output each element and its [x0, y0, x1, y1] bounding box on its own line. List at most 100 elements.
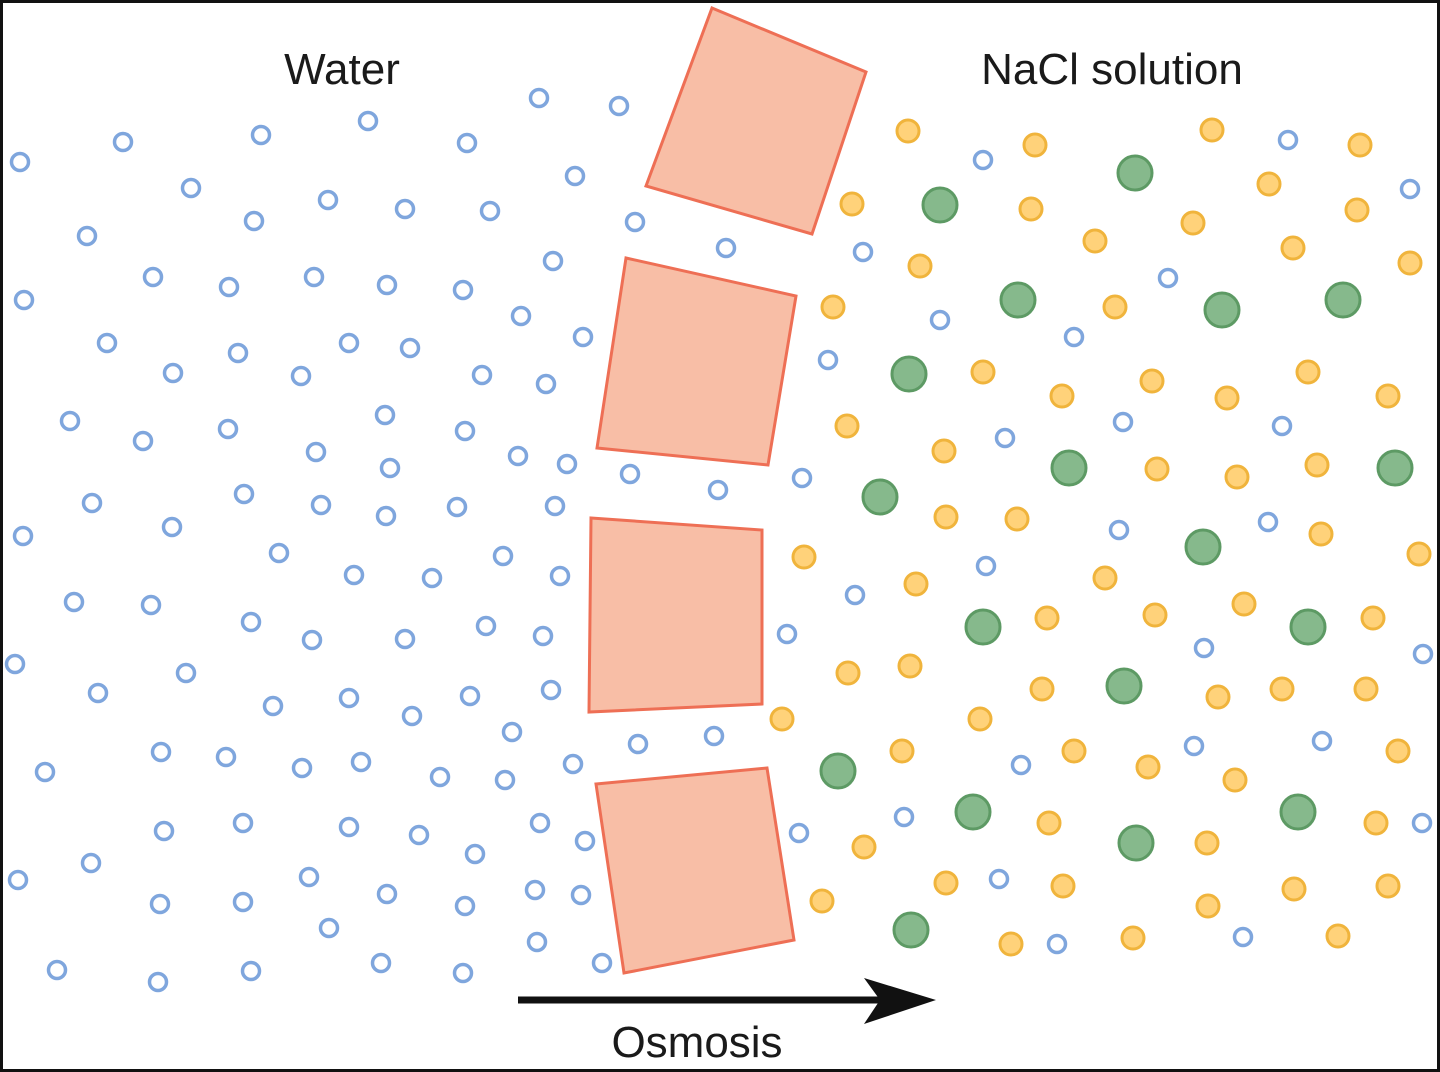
water-molecule: [318, 917, 340, 939]
water-molecule: [12, 525, 34, 547]
sodium-ion: [1120, 925, 1146, 951]
water-molecule: [232, 891, 254, 913]
water-molecule: [374, 404, 396, 426]
water-molecule: [1311, 730, 1333, 752]
chloride-ion: [1105, 667, 1143, 705]
sodium-ion: [1385, 738, 1411, 764]
water-molecule: [454, 895, 476, 917]
water-molecule: [529, 812, 551, 834]
sodium-ion: [1214, 385, 1240, 411]
sodium-ion: [903, 571, 929, 597]
water-molecule: [479, 200, 501, 222]
water-molecule: [707, 479, 729, 501]
water-molecule: [180, 177, 202, 199]
water-molecule: [844, 584, 866, 606]
chloride-ion: [1279, 793, 1317, 831]
sodium-ion: [1061, 738, 1087, 764]
water-molecule: [303, 266, 325, 288]
sodium-ion: [1295, 359, 1321, 385]
sodium-ion: [1180, 210, 1206, 236]
water-molecule: [627, 733, 649, 755]
water-molecule: [471, 364, 493, 386]
chloride-ion: [1376, 449, 1414, 487]
sodium-ion: [1222, 767, 1248, 793]
sodium-ion: [1029, 676, 1055, 702]
chloride-ion: [1184, 528, 1222, 566]
water-molecule: [338, 687, 360, 709]
water-molecule: [544, 495, 566, 517]
chloride-ion: [964, 608, 1002, 646]
water-molecule: [215, 746, 237, 768]
water-molecule: [305, 441, 327, 463]
water-molecule: [817, 349, 839, 371]
water-molecule: [510, 305, 532, 327]
water-molecule: [9, 151, 31, 173]
water-molecule: [63, 591, 85, 613]
water-molecule: [556, 453, 578, 475]
sodium-ion: [1231, 591, 1257, 617]
water-molecule: [290, 365, 312, 387]
water-molecule: [608, 95, 630, 117]
water-molecule: [619, 463, 641, 485]
sodium-ion: [1034, 605, 1060, 631]
water-molecule: [7, 869, 29, 891]
water-molecule: [76, 225, 98, 247]
water-molecule: [240, 960, 262, 982]
water-molecule: [161, 516, 183, 538]
water-molecule: [1157, 267, 1179, 289]
water-label: Water: [284, 45, 400, 94]
water-molecule: [494, 769, 516, 791]
water-molecule: [446, 496, 468, 518]
water-molecule: [142, 266, 164, 288]
sodium-ion: [1036, 810, 1062, 836]
water-molecule: [994, 427, 1016, 449]
sodium-ion: [839, 191, 865, 217]
osmosis-arrow: [518, 978, 936, 1024]
water-molecule: [150, 741, 172, 763]
water-molecule: [893, 806, 915, 828]
water-molecule: [454, 420, 476, 442]
sodium-ion: [1194, 830, 1220, 856]
water-molecule: [1277, 129, 1299, 151]
water-molecule: [524, 879, 546, 901]
water-molecule: [929, 309, 951, 331]
water-molecule: [475, 615, 497, 637]
sodium-ion: [1224, 464, 1250, 490]
water-molecule: [370, 952, 392, 974]
water-molecule: [394, 198, 416, 220]
water-molecule: [1411, 812, 1433, 834]
water-molecule: [80, 852, 102, 874]
sodium-ion: [1144, 456, 1170, 482]
chloride-ion: [861, 478, 899, 516]
sodium-ion: [895, 118, 921, 144]
water-molecule: [459, 685, 481, 707]
water-molecule: [456, 132, 478, 154]
sodium-ion: [1082, 228, 1108, 254]
sodium-ion: [835, 660, 861, 686]
water-molecule: [227, 342, 249, 364]
water-molecule: [501, 721, 523, 743]
water-molecule: [376, 274, 398, 296]
water-molecule: [464, 843, 486, 865]
sodium-ion: [1375, 383, 1401, 409]
water-molecule: [401, 705, 423, 727]
water-molecule: [988, 868, 1010, 890]
chloride-ion: [921, 186, 959, 224]
water-molecule: [394, 628, 416, 650]
water-molecule: [46, 959, 68, 981]
water-molecule: [4, 653, 26, 675]
chloride-ion: [819, 752, 857, 790]
water-molecule: [1271, 415, 1293, 437]
water-molecule: [132, 430, 154, 452]
water-molecule: [1183, 735, 1205, 757]
water-molecule: [526, 931, 548, 953]
sodium-ion: [1092, 565, 1118, 591]
sodium-ion: [1360, 605, 1386, 631]
water-molecule: [535, 373, 557, 395]
sodium-ion: [1050, 873, 1076, 899]
water-molecule: [532, 625, 554, 647]
chloride-ion: [1203, 291, 1241, 329]
water-molecule: [624, 211, 646, 233]
water-molecule: [112, 131, 134, 153]
